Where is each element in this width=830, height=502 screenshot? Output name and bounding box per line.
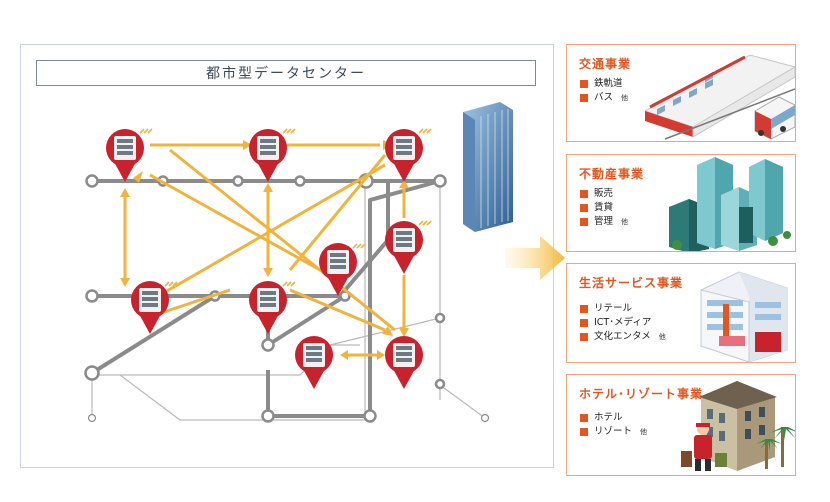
- stations: [84, 173, 490, 423]
- hotel-illustration: [681, 381, 795, 471]
- buildings-illustration: [669, 157, 791, 251]
- card-real-estate: 不動産事業 販売 賃貸 管理他: [566, 154, 796, 252]
- pin-7: [249, 281, 287, 334]
- card-transportation: 交通事業 鉄軌道 バス他: [566, 44, 796, 142]
- card-lifestyle-services: 生活サービス事業 リテール ICT･メディア 文化エンタメ他: [566, 263, 796, 363]
- list-item: ホテル: [580, 411, 647, 425]
- list-item: 鉄軌道: [580, 77, 628, 91]
- card-items: ホテル リゾート他: [580, 411, 647, 439]
- pin-4: [385, 221, 423, 274]
- list-item: 販売: [580, 187, 628, 201]
- pin-5: [319, 243, 357, 296]
- card-items: 販売 賃貸 管理他: [580, 187, 628, 229]
- data-center-pins: [106, 129, 423, 389]
- diagram-title: 都市型データセンター: [36, 60, 536, 86]
- train-bus-illustration: [645, 54, 795, 140]
- pin-1: [106, 129, 144, 182]
- list-item: バス他: [580, 91, 628, 105]
- bellhop: [681, 423, 727, 471]
- skyscraper-illustration: [463, 102, 513, 232]
- pin-6: [131, 281, 169, 334]
- pin-8: [295, 336, 333, 389]
- pin-3: [385, 129, 423, 182]
- list-item: 管理他: [580, 215, 628, 229]
- list-item: リテール: [580, 302, 666, 316]
- pin-9: [385, 336, 423, 389]
- list-item: リゾート他: [580, 425, 647, 439]
- card-items: 鉄軌道 バス他: [580, 77, 628, 105]
- list-item: ICT･メディア: [580, 316, 666, 330]
- signal-icons: [139, 128, 432, 287]
- card-items: リテール ICT･メディア 文化エンタメ他: [580, 302, 666, 344]
- list-item: 賃貸: [580, 201, 628, 215]
- pin-2: [249, 129, 287, 182]
- list-item: 文化エンタメ他: [580, 330, 666, 344]
- connection-arrows: [123, 143, 406, 357]
- flow-arrow: [505, 236, 565, 280]
- palm-trees: [756, 427, 795, 469]
- card-hotel-resort: ホテル･リゾート事業 ホテル リゾート他: [566, 374, 796, 476]
- mall-illustration: [700, 271, 788, 362]
